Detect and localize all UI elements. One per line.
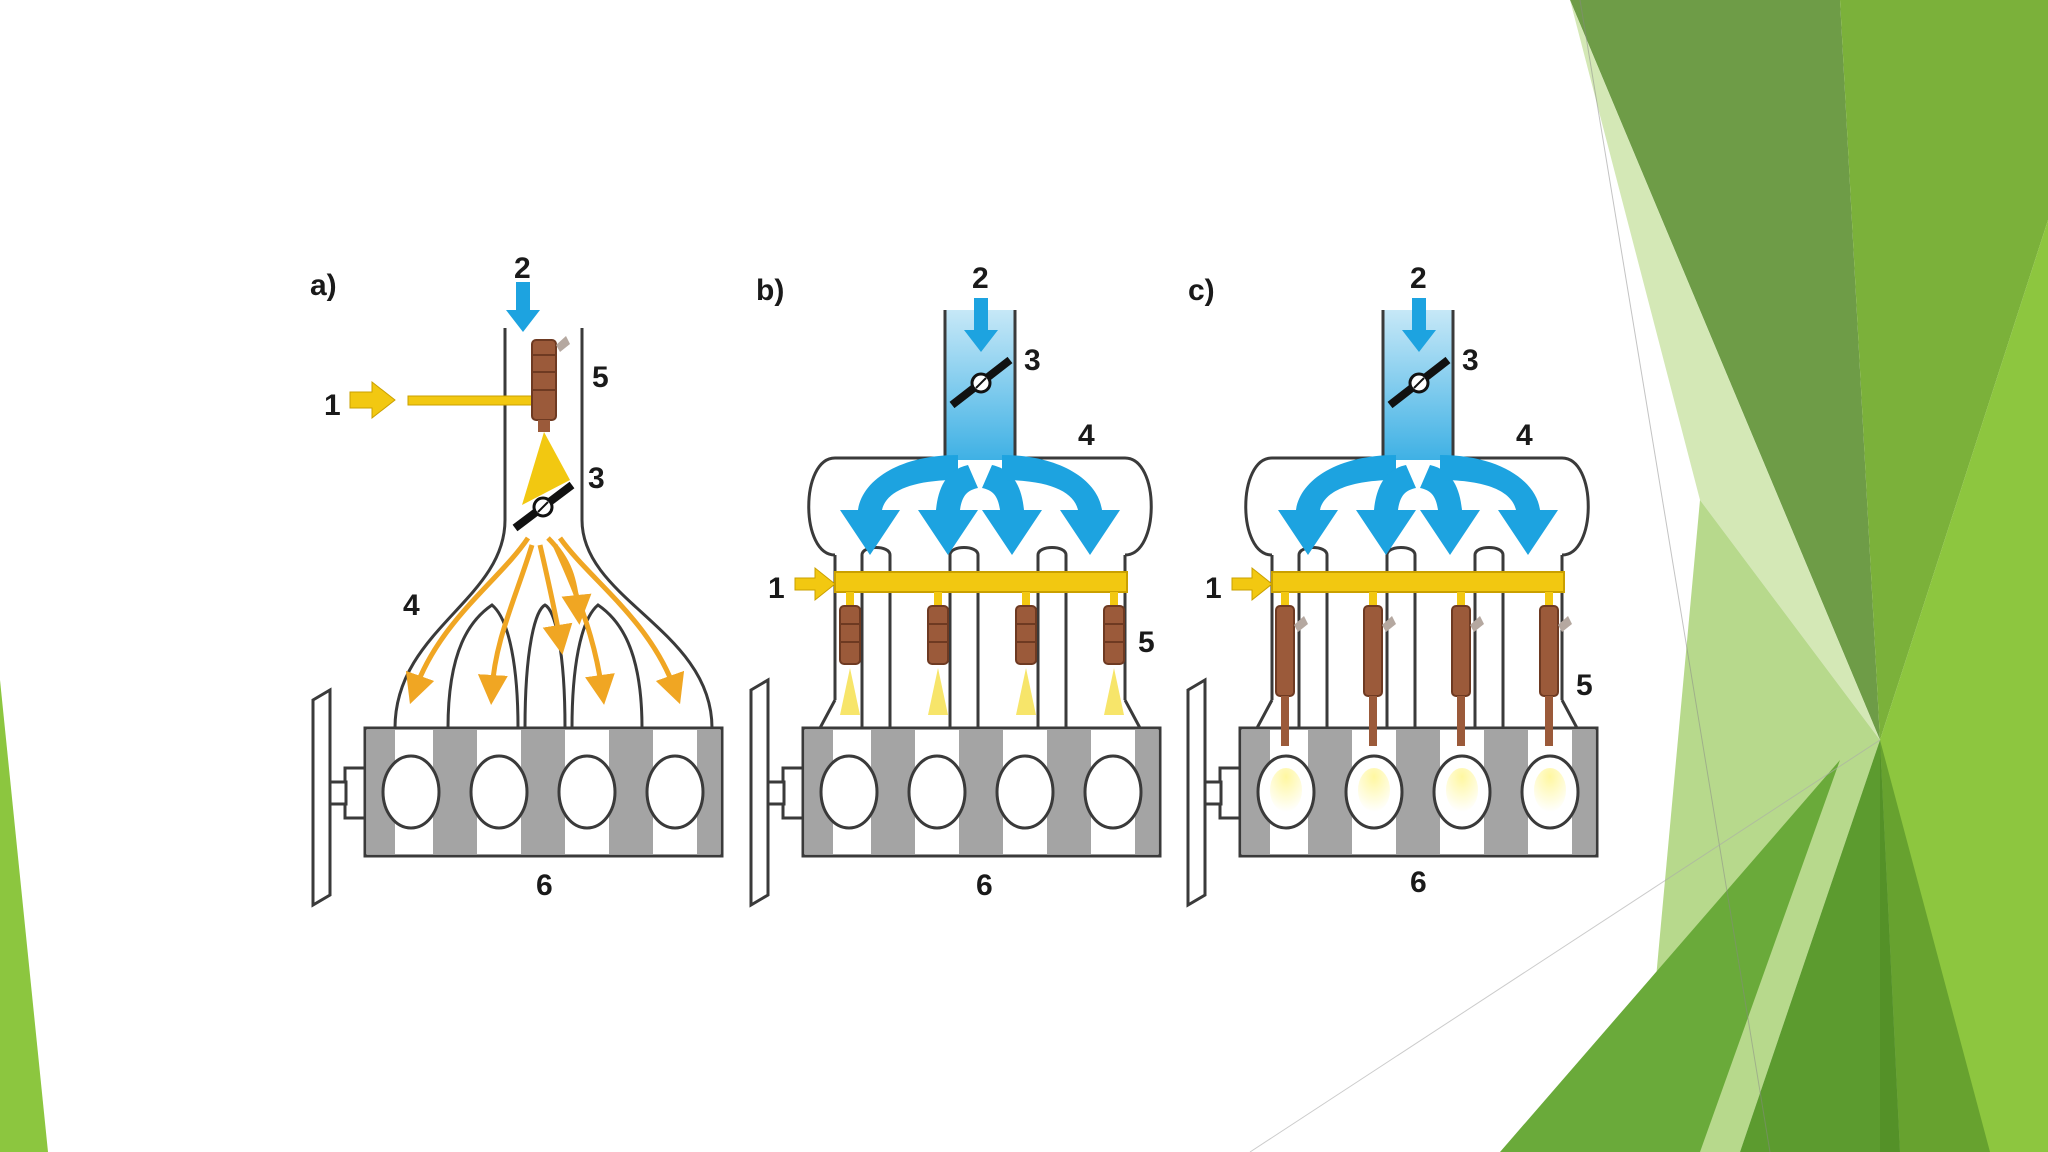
engine-block-b (749, 677, 1162, 908)
injector-c-3 (1451, 592, 1484, 746)
injectors-c (1275, 592, 1572, 746)
fuel-line-a (407, 395, 549, 406)
fuel-spray-a (522, 432, 570, 505)
mixture-flow-a (405, 536, 685, 705)
injector-c-1 (1275, 592, 1308, 746)
panel-label-b: b) (756, 274, 784, 307)
fuel-rail-b (834, 571, 1128, 593)
callout-c-2: 2 (1410, 262, 1427, 295)
green-facet-2 (1840, 0, 2048, 740)
labels-b: b) 1 2 3 4 5 6 (756, 262, 1155, 902)
fuel-arrow-c (1231, 566, 1273, 602)
thin-line-1 (1579, 0, 1771, 1152)
callout-a-4: 4 (403, 589, 420, 622)
fuel-arrow-b (794, 566, 836, 602)
air-arrow-c (1402, 298, 1436, 352)
green-facet-7 (1500, 760, 1840, 1152)
callout-c-6: 6 (1410, 866, 1427, 899)
injectors-b (839, 592, 1125, 715)
labels-c: c) 1 2 3 4 5 6 (1188, 262, 1593, 899)
callout-c-1: 1 (1205, 572, 1222, 605)
engine-block-c (1186, 677, 1599, 908)
callout-b-3: 3 (1024, 344, 1041, 377)
callout-a-2: 2 (514, 252, 531, 285)
air-arrow-b (964, 298, 998, 352)
throttle-c (1387, 356, 1451, 409)
air-distribution-b (840, 455, 1120, 555)
throttle-b (949, 356, 1013, 409)
callout-c-4: 4 (1516, 419, 1533, 452)
callout-b-5: 5 (1138, 626, 1155, 659)
callout-a-3: 3 (588, 462, 605, 495)
air-arrow-a (506, 282, 540, 332)
callout-c-3: 3 (1462, 344, 1479, 377)
fuel-rail-c (1271, 571, 1565, 593)
panel-label-c: c) (1188, 274, 1215, 307)
callout-a-6: 6 (536, 869, 553, 902)
intake-manifold-a (393, 328, 714, 729)
thin-line-2 (1249, 739, 1881, 1152)
diagram-a (311, 282, 724, 908)
injector-b-3 (1015, 592, 1037, 715)
green-facet-8 (1880, 740, 1990, 1152)
injector-b-2 (927, 592, 949, 715)
diagram-c (1186, 298, 1599, 908)
callout-a-1: 1 (324, 389, 341, 422)
callout-b-6: 6 (976, 869, 993, 902)
callout-a-5: 5 (592, 361, 609, 394)
panel-label-a: a) (310, 269, 337, 302)
injector-a (531, 336, 570, 432)
engine-block-a (311, 687, 724, 908)
callout-b-2: 2 (972, 262, 989, 295)
green-facet-6 (1740, 740, 1900, 1152)
injector-b-4 (1103, 592, 1125, 715)
callout-b-4: 4 (1078, 419, 1095, 452)
green-facet-left (0, 680, 48, 1152)
air-distribution-c (1278, 455, 1558, 555)
injector-c-2 (1363, 592, 1396, 746)
callout-c-5: 5 (1576, 669, 1593, 702)
diagram-b (749, 298, 1162, 908)
injector-b-1 (839, 592, 861, 715)
green-facet-3 (1570, 0, 1880, 740)
injector-c-4 (1539, 592, 1572, 746)
throttle-a (512, 481, 575, 532)
fuel-arrow-a (349, 380, 396, 420)
manifold-outline-b (807, 310, 1153, 729)
labels-a: a) 1 2 3 4 5 6 (310, 252, 609, 902)
callout-b-1: 1 (768, 572, 785, 605)
